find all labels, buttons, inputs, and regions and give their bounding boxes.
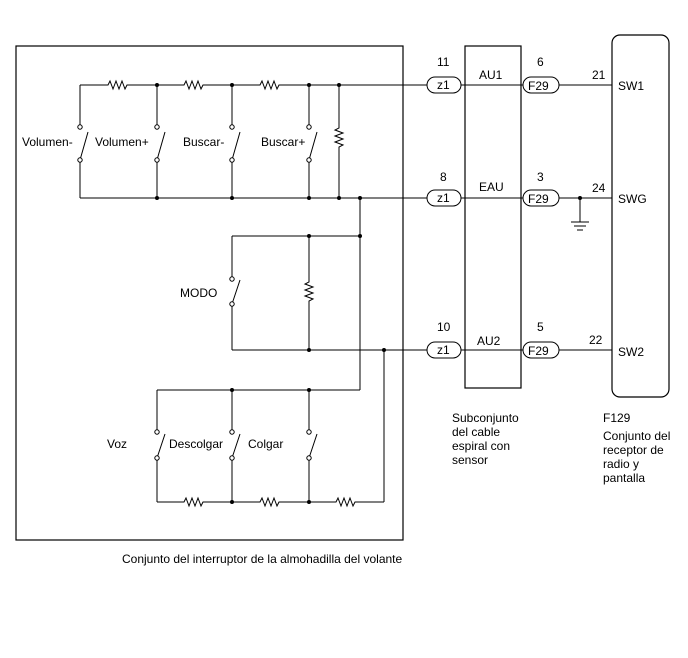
spiral-cable-caption-line-2: del cable (452, 425, 500, 439)
switch-label-volumen-up: Volumen+ (95, 135, 149, 149)
f29-label-eau: F29 (528, 192, 549, 206)
signal-eau: EAU (479, 180, 504, 194)
switch-label-colgar: Colgar (248, 437, 283, 451)
f29-pin-au2: 5 (537, 320, 544, 334)
radio-receiver-code: F129 (603, 411, 631, 425)
f29-label-au1: F29 (528, 79, 549, 93)
mode-switch-section (229, 198, 427, 390)
f29-pin-eau: 3 (537, 170, 544, 184)
z1-pin-au2: 10 (437, 320, 451, 334)
z1-label-au1: z1 (437, 78, 450, 92)
switch-label-voz: Voz (107, 437, 127, 451)
switch-label-descolgar: Descolgar (169, 437, 223, 451)
radio-receiver-box (611, 34, 670, 398)
terminal-swg: SWG (618, 192, 647, 206)
ground-symbol (571, 198, 589, 231)
f29-label-au2: F29 (528, 344, 549, 358)
radio-receiver-caption-line-2: receptor de (603, 443, 664, 457)
line-au2 (426, 341, 612, 359)
signal-au1: AU1 (479, 68, 503, 82)
radio-pin-swg: 24 (592, 181, 606, 195)
switch-label-volumen-down: Volumen- (22, 135, 73, 149)
terminal-sw1: SW1 (618, 79, 644, 93)
radio-receiver-caption-line-1: Conjunto del (603, 429, 670, 443)
z1-label-eau: z1 (437, 191, 450, 205)
spiral-cable-caption-line-3: espiral con (452, 439, 510, 453)
z1-pin-au1: 11 (437, 55, 450, 69)
line-au1 (426, 76, 612, 94)
bottom-switch-ladder (154, 350, 385, 508)
switch-label-buscar-up: Buscar+ (261, 135, 305, 149)
z1-pin-eau: 8 (440, 170, 447, 184)
signal-au2: AU2 (477, 334, 501, 348)
radio-pin-sw1: 21 (592, 68, 606, 82)
switch-assembly-box (15, 45, 404, 541)
switch-assembly-caption: Conjunto del interruptor de la almohadil… (122, 552, 403, 566)
z1-label-au2: z1 (437, 343, 450, 357)
spiral-cable-caption-line-1: Subconjunto (452, 411, 519, 425)
switch-label-buscar-down: Buscar- (183, 135, 224, 149)
radio-receiver-caption-line-4: pantalla (603, 471, 645, 485)
f29-pin-au1: 6 (537, 55, 544, 69)
switch-label-modo: MODO (180, 286, 217, 300)
spiral-cable-box (464, 45, 522, 389)
top-switch-ladder (79, 79, 427, 199)
top-ladder-contacts (77, 124, 312, 163)
line-eau (426, 189, 612, 207)
spiral-cable-caption-line-4: sensor (452, 453, 488, 467)
terminal-sw2: SW2 (618, 345, 644, 359)
radio-receiver-caption-line-3: radio y (603, 457, 639, 471)
radio-pin-sw2: 22 (589, 333, 603, 347)
